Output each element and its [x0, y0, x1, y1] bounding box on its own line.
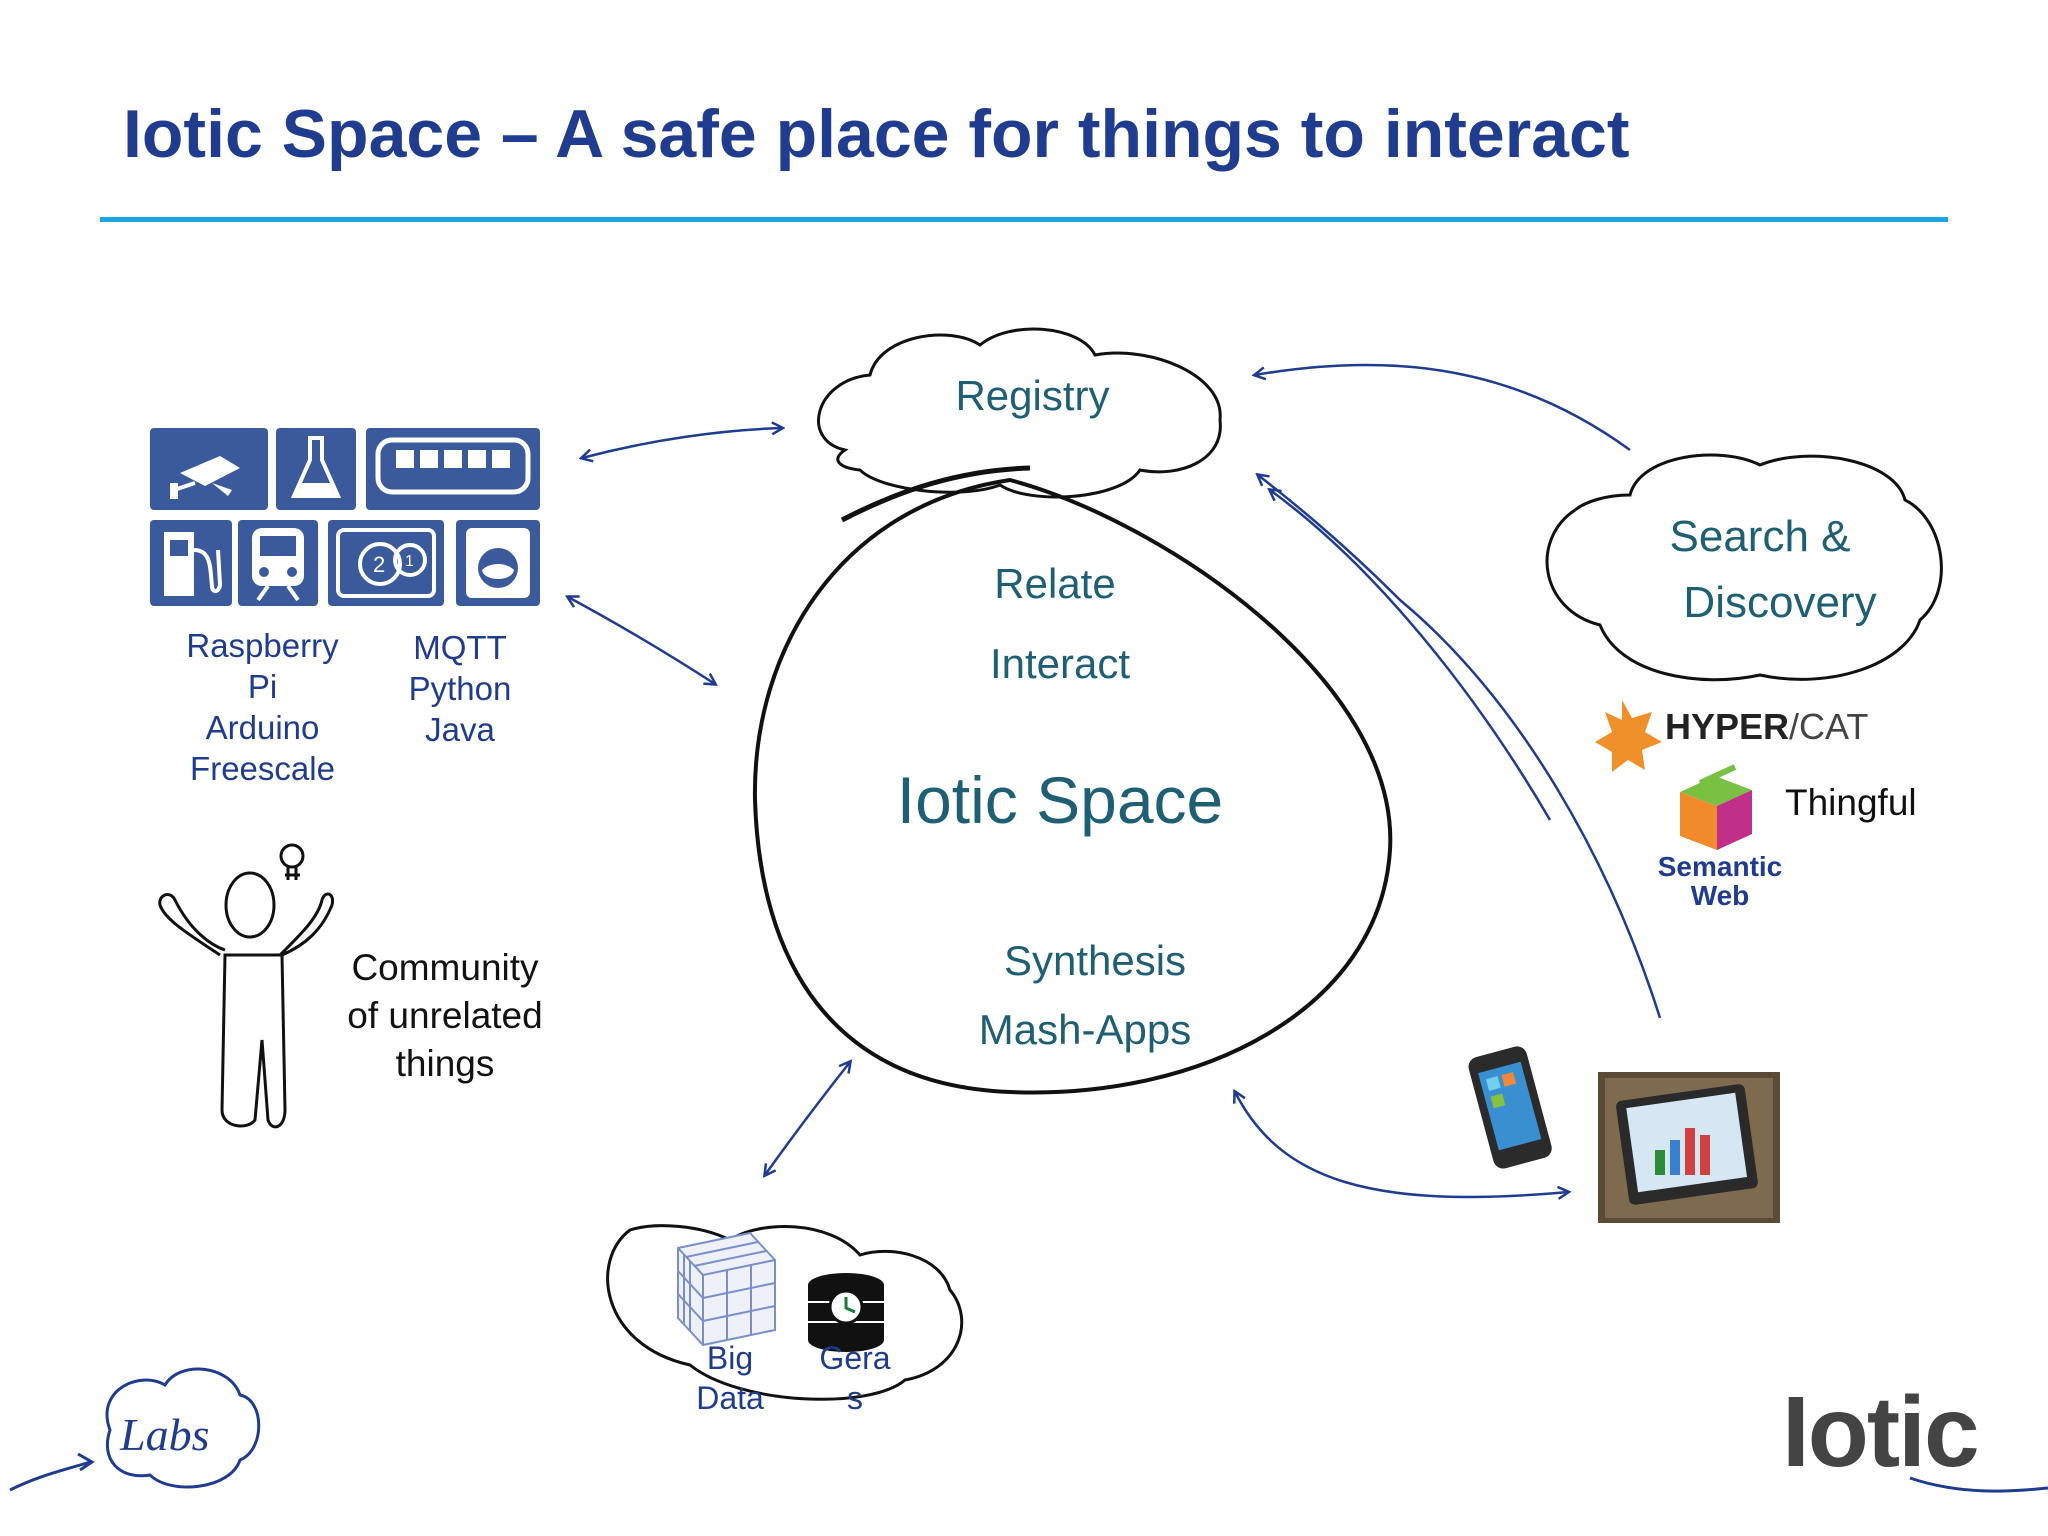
bigdata-line: Big	[706, 1340, 754, 1376]
search-cloud	[1545, 453, 1943, 682]
washing-machine-icon	[456, 520, 540, 606]
svg-text:2: 2	[373, 552, 385, 577]
relate-label: Relate	[994, 560, 1116, 607]
arrow-circle-bigdata	[765, 1062, 850, 1175]
semantic-line: Semantic	[1657, 851, 1783, 882]
hardware-item: Arduino	[205, 709, 320, 746]
gera-line: s	[847, 1380, 863, 1416]
arrow-circle-apps	[1235, 1092, 1568, 1197]
semantic-web-cube-icon	[1680, 764, 1752, 850]
train-icon	[238, 520, 318, 606]
cube-icon	[677, 1231, 776, 1347]
hardware-item: Raspberry	[186, 627, 339, 664]
software-item: MQTT	[413, 629, 507, 666]
person-figure	[158, 843, 335, 1129]
database-clock-icon	[808, 1273, 884, 1352]
software-item: Python	[408, 670, 512, 707]
hardware-item: Pi	[247, 668, 278, 705]
iotic-space-label: Iotic Space	[896, 763, 1224, 837]
phone-icon	[1468, 1046, 1552, 1169]
arrow-device-registry	[1258, 475, 1662, 1019]
semantic-line: Web	[1690, 880, 1750, 911]
software-list: MQTT Python Java	[380, 627, 540, 750]
hypercat-text-b: /CAT	[1789, 706, 1869, 747]
search-label: Search &	[1669, 512, 1851, 561]
bigdata-label: Big Data	[680, 1338, 780, 1418]
gera-label: Gera s	[800, 1338, 910, 1418]
camera-icon	[150, 428, 268, 510]
community-label: Community of unrelated things	[330, 944, 560, 1088]
circle-overlap-stroke	[840, 465, 1031, 523]
registry-label: Registry	[955, 372, 1110, 419]
bigdata-line: Data	[696, 1380, 764, 1416]
hypercat-logo: HYPER/CAT	[1665, 706, 1868, 748]
iotic-space-circle	[752, 477, 1393, 1095]
arrow-devices-circle	[568, 597, 715, 684]
gera-line: Gera	[819, 1340, 891, 1376]
labs-logo-shape	[9, 1367, 261, 1492]
community-line: Community	[351, 947, 539, 988]
labs-logo-text: Labs	[120, 1409, 210, 1460]
hypercat-text-a: HYPER	[1665, 706, 1790, 747]
discovery-label: Discovery	[1683, 578, 1877, 627]
semantic-web-label: Semantic Web	[1645, 852, 1795, 910]
interact-label: Interact	[989, 640, 1131, 687]
community-line: of unrelated	[347, 995, 543, 1036]
iotic-swoosh	[1909, 1476, 2048, 1493]
thingful-label: Thingful	[1785, 782, 1917, 823]
arrow-search-registry	[1255, 363, 1631, 452]
tablet-image	[1598, 1072, 1780, 1223]
mash-apps-label: Mash-Apps	[978, 1006, 1192, 1053]
hypercat-logo-icon	[1595, 700, 1662, 772]
title-divider	[100, 217, 1948, 222]
arrow-devices-registry	[582, 428, 782, 458]
hardware-item: Freescale	[190, 750, 335, 787]
fuel-pump-icon	[150, 520, 232, 606]
arrow-device-registry-inner	[1270, 490, 1552, 821]
bus-icon	[366, 428, 540, 510]
registry-cloud	[817, 327, 1222, 499]
slide-title: Iotic Space – A safe place for things to…	[123, 96, 1630, 172]
flask-icon	[276, 428, 356, 510]
synthesis-label: Synthesis	[1003, 937, 1187, 984]
community-line: things	[395, 1043, 495, 1084]
software-item: Java	[425, 711, 495, 748]
iotic-logo-text: Iotic	[1782, 1376, 1980, 1488]
hardware-list: Raspberry Pi Arduino Freescale	[160, 625, 365, 789]
svg-text:1: 1	[405, 553, 414, 570]
